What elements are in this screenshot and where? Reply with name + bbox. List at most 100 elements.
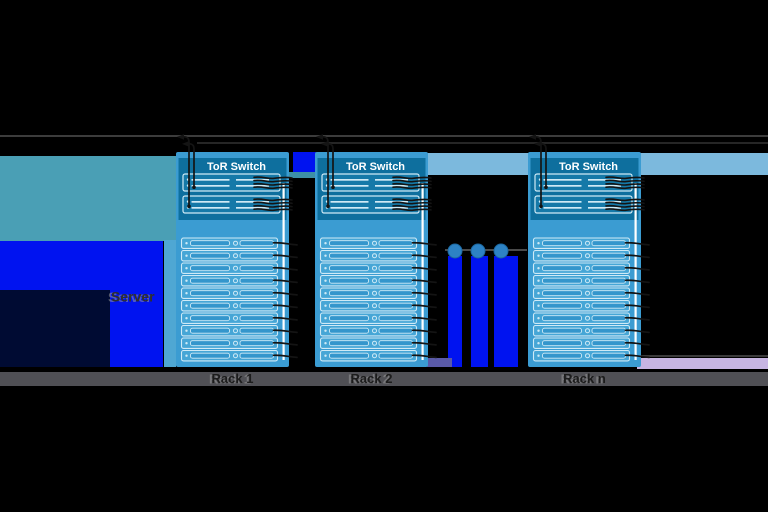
switch-cable-bundle xyxy=(392,186,432,190)
blue-bar-mid-1 xyxy=(448,256,462,367)
uplink-endpoint xyxy=(539,204,543,209)
server-cable xyxy=(411,266,437,271)
server-led xyxy=(324,242,327,245)
server-drive-slot xyxy=(190,315,230,322)
server-drive-slot xyxy=(329,240,369,247)
switch-cable-bundle xyxy=(253,176,293,180)
server-cable xyxy=(411,254,437,259)
server-button xyxy=(372,265,377,271)
server-drive-slot xyxy=(378,302,413,309)
switch-cable-bundle xyxy=(392,208,432,212)
server-led xyxy=(185,354,188,357)
uplink-cable xyxy=(538,142,547,187)
switch-slot-line xyxy=(191,185,230,187)
server-drive-slot xyxy=(190,265,230,272)
server-cable xyxy=(272,279,298,284)
switch-cable-bundle xyxy=(392,179,432,183)
cable-trunk xyxy=(634,183,637,360)
server-drive-slot xyxy=(329,290,369,297)
switch-slot-line xyxy=(543,185,582,187)
server-drive-slot xyxy=(542,352,582,359)
server-button xyxy=(233,278,238,284)
ellipsis-dot xyxy=(447,243,463,259)
server-cable xyxy=(411,354,437,359)
switch-slot-line xyxy=(543,179,582,181)
server-drive-slot xyxy=(378,265,413,272)
switch-slot-line xyxy=(543,207,582,209)
server-drive-slot xyxy=(591,327,626,334)
blue-bar-left xyxy=(110,290,163,367)
server-led xyxy=(324,342,327,345)
switch-slot-line xyxy=(236,179,269,181)
server-drive-slot xyxy=(378,352,413,359)
switch-cable-bundle xyxy=(253,182,293,186)
server-button xyxy=(585,278,590,284)
server-button xyxy=(372,253,377,259)
switch-slot-line xyxy=(236,207,269,209)
switch-cable-bundle xyxy=(605,198,645,202)
server-drive-slot xyxy=(542,240,582,247)
server-cable xyxy=(272,241,298,246)
server-led xyxy=(324,254,327,257)
server-drive-slot xyxy=(591,302,626,309)
server-button xyxy=(585,340,590,346)
uplink-arrowhead xyxy=(529,134,536,140)
switch-slot-line xyxy=(330,207,369,209)
server-button xyxy=(585,328,590,334)
server-cable xyxy=(411,316,437,321)
server-button xyxy=(372,315,377,321)
rack1-side-strip xyxy=(164,240,176,367)
switch-cable-bundle xyxy=(605,208,645,212)
server-led xyxy=(537,304,540,307)
switch-slot-line xyxy=(375,207,408,209)
server-button xyxy=(585,353,590,359)
switch-slot-line xyxy=(375,201,408,203)
server-drive-slot xyxy=(329,277,369,284)
server-button xyxy=(233,315,238,321)
switch-slot-line xyxy=(191,179,230,181)
server-led xyxy=(537,342,540,345)
teal-sliver xyxy=(288,172,316,178)
server-cable xyxy=(272,354,298,359)
server-cable xyxy=(624,291,650,296)
rack-label-ghost: Rack 1 xyxy=(209,372,251,387)
server-drive-slot xyxy=(591,252,626,259)
server-drive-slot xyxy=(591,352,626,359)
server-drive-slot xyxy=(329,315,369,322)
server-cable xyxy=(411,241,437,246)
server-button xyxy=(372,290,377,296)
rack-label: Rack 2 xyxy=(351,371,393,386)
server-drive-slot xyxy=(542,315,582,322)
server-label: Server xyxy=(111,289,155,305)
server-drive-slot xyxy=(378,315,413,322)
blue-block xyxy=(0,241,163,290)
switch-cable-bundle xyxy=(253,201,293,205)
switch-cable-bundle xyxy=(392,204,432,208)
server-drive-slot xyxy=(591,277,626,284)
server-drive-slot xyxy=(190,290,230,297)
uplink-endpoint xyxy=(331,185,335,190)
switch-slot-line xyxy=(330,185,369,187)
server-drive-slot xyxy=(190,327,230,334)
server-cable xyxy=(272,329,298,334)
tor-switch-label: ToR Switch xyxy=(207,161,266,173)
server-led xyxy=(537,254,540,257)
server-drive-slot xyxy=(542,252,582,259)
switch-slot-line xyxy=(330,179,369,181)
server-led xyxy=(324,329,327,332)
server-drive-slot xyxy=(239,240,274,247)
uplink-arrowhead xyxy=(321,141,328,147)
switch-cable-bundle xyxy=(605,201,645,205)
server-drive-slot xyxy=(239,252,274,259)
uplink-endpoint xyxy=(187,204,191,209)
switch-slot-line xyxy=(375,185,408,187)
server-cable xyxy=(624,279,650,284)
server-drive-slot xyxy=(190,302,230,309)
server-drive-slot xyxy=(329,265,369,272)
lavender-band xyxy=(637,358,768,369)
server-drive-slot xyxy=(239,327,274,334)
server-drive-slot xyxy=(190,240,230,247)
server-drive-slot xyxy=(591,315,626,322)
